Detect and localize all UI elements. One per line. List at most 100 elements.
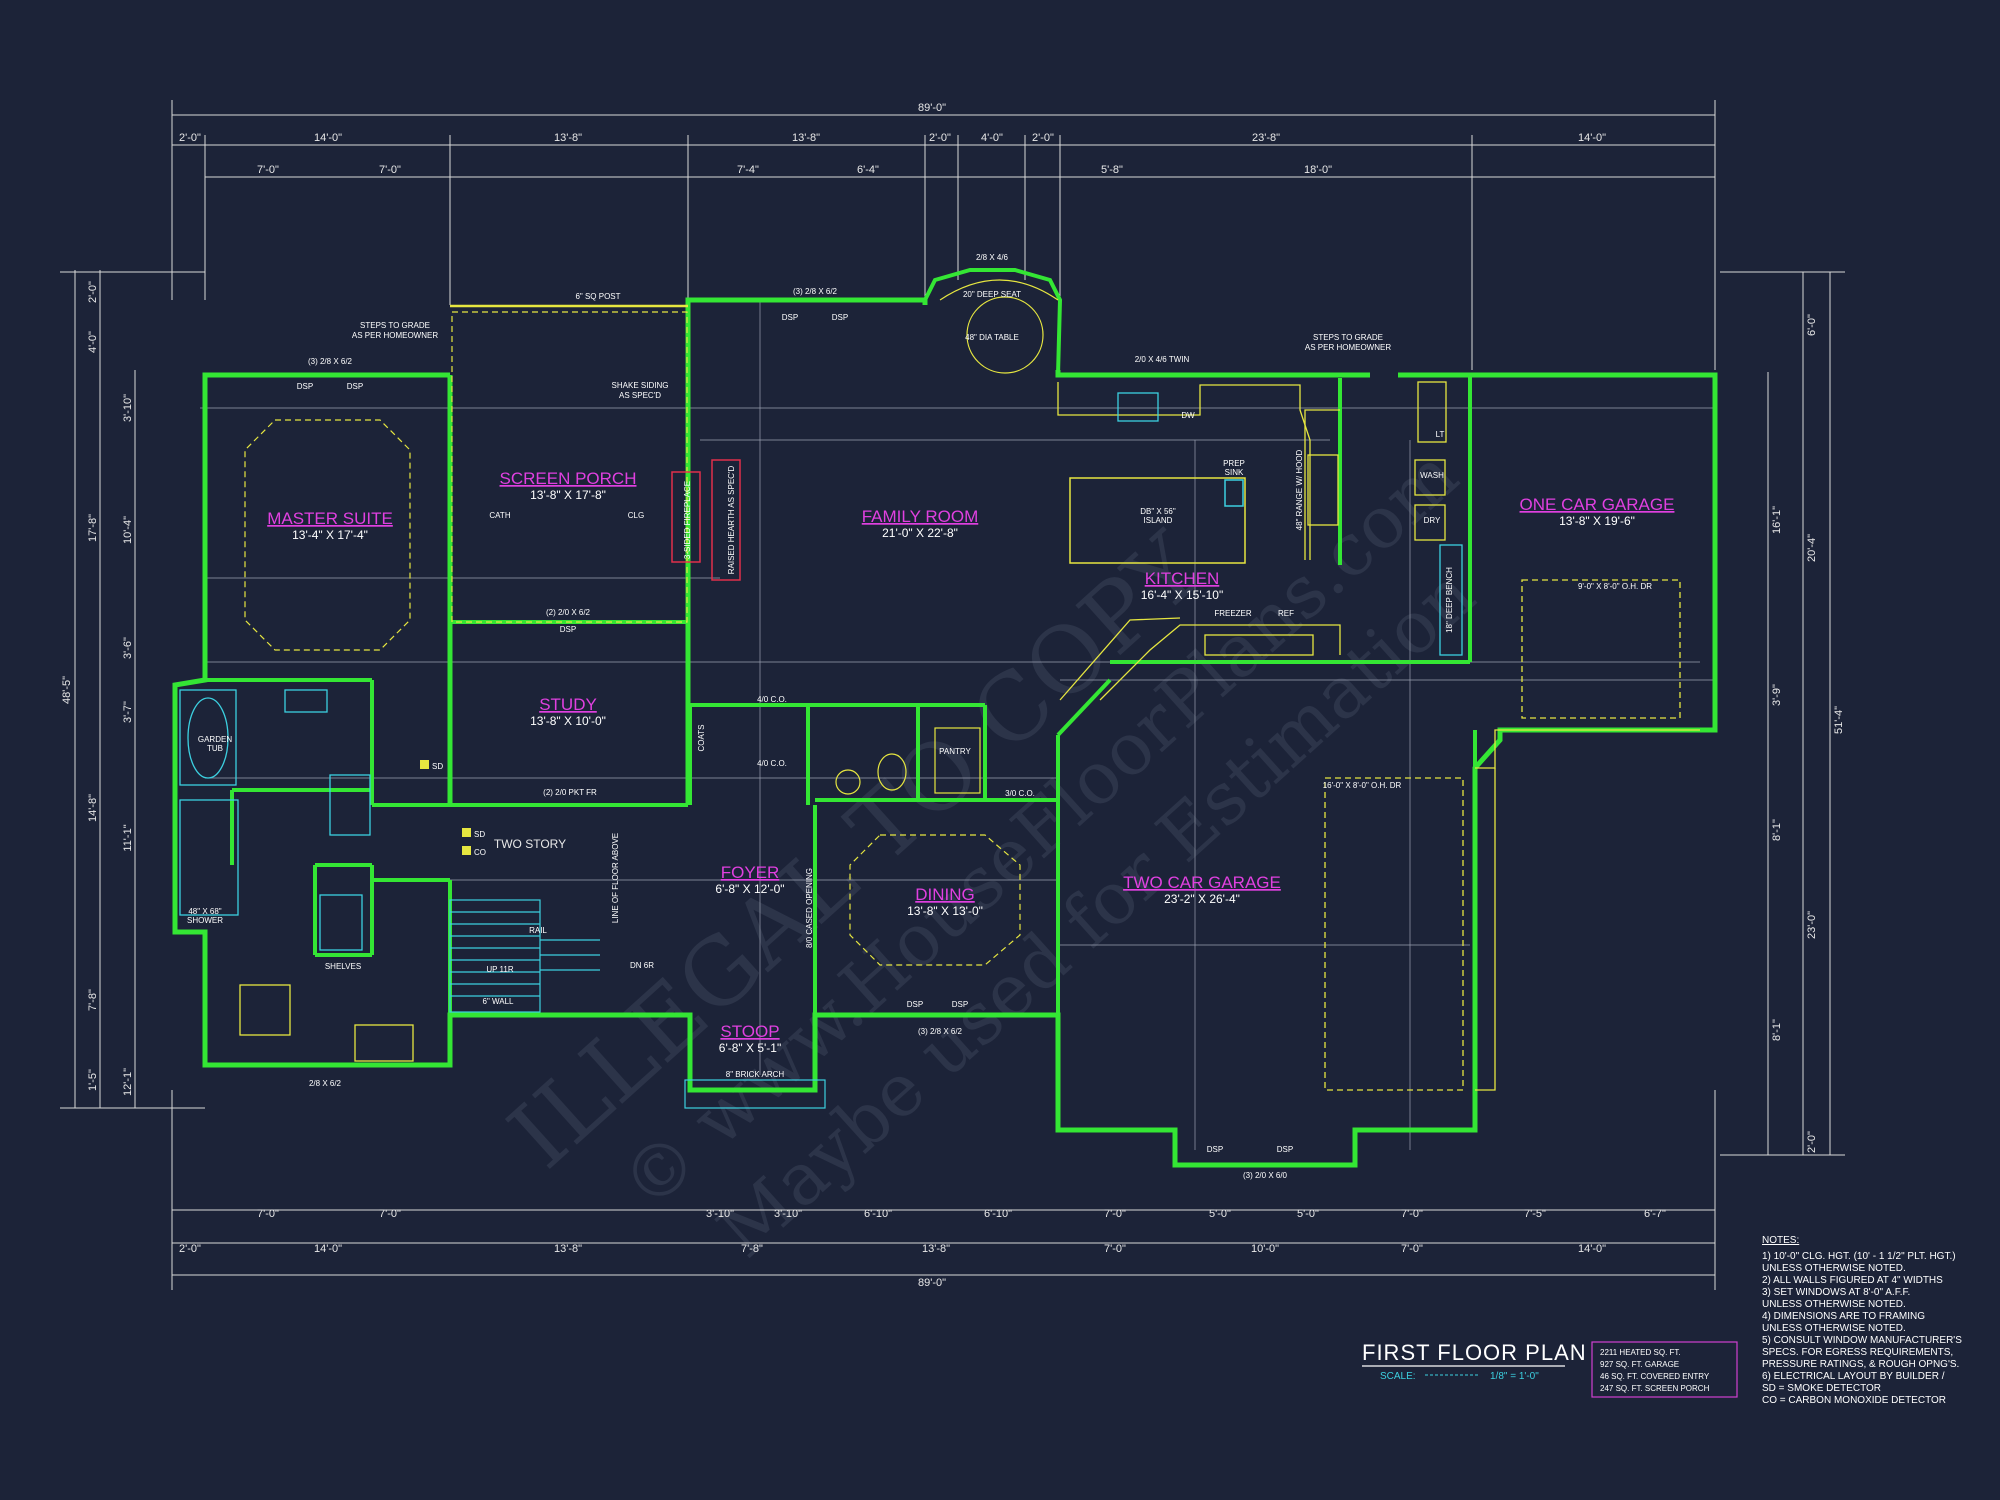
window-master-label: 2/8 X 6/2 [309, 1079, 342, 1088]
room-master-suite-name: MASTER SUITE [267, 509, 393, 528]
room-dining-name: DINING [915, 885, 975, 904]
room-study-size: 13'-8" X 10'-0" [530, 714, 606, 728]
island-label: DB" X 56" [1140, 507, 1176, 516]
left-dim-9: 11'-1" [122, 824, 134, 851]
room-one-car-garage-size: 13'-8" X 19'-6" [1559, 514, 1635, 528]
top-dim-row2-6: 18'-0" [1304, 164, 1332, 176]
coats-label: COATS [697, 725, 706, 752]
top-dimensions: 89'-0" 2'-0" 14'-0" 13'-8" 13'-8" 2'-0" … [179, 102, 1606, 176]
bottom-dim-11: 7'-5" [1524, 1208, 1546, 1220]
shelves-label: SHELVES [325, 962, 361, 971]
room-stoop-size: 6'-8" X 5'-1" [719, 1041, 781, 1055]
stairs [449, 899, 600, 1013]
scale-value: 1/8" = 1'-0" [1490, 1371, 1539, 1382]
shake-siding-label-2: AS SPEC'D [619, 391, 661, 400]
room-foyer-name: FOYER [721, 863, 780, 882]
overall-bottom-dim: 89'-0" [918, 1277, 946, 1289]
garage-door-2-label: 16'-0" X 8'-0" O.H. DR [1323, 781, 1402, 790]
kitchen-counters [1057, 382, 1341, 701]
room-one-car-garage-name: ONE CAR GARAGE [1520, 495, 1675, 514]
wall-6-label: 6" WALL [483, 997, 515, 1006]
lt-label: LT [1436, 430, 1445, 439]
bottom-dim-row2-7: 10'-0" [1251, 1243, 1279, 1255]
powder-fixtures [835, 727, 981, 795]
co-3-label: 3/0 C.O. [1005, 789, 1035, 798]
right-dim-5: 8'-1" [1771, 819, 1783, 841]
steps-right-label-2: AS PER HOMEOWNER [1305, 343, 1391, 352]
room-dining-size: 13'-8" X 13'-0" [907, 904, 983, 918]
right-dim-7: 8'-1" [1771, 1019, 1783, 1041]
note-line-10: PRESSURE RATINGS, & ROUGH OPNG'S. [1762, 1359, 1959, 1370]
dw-label: DW [1181, 411, 1195, 420]
bottom-dim-5: 6'-10" [864, 1208, 892, 1220]
room-two-car-garage-size: 23'-2" X 26'-4" [1164, 892, 1240, 906]
left-dim-10: 7'-8" [87, 989, 99, 1011]
area-screen-porch: 247 SQ. FT. SCREEN PORCH [1600, 1384, 1710, 1393]
steps-left-label-2: AS PER HOMEOWNER [352, 331, 438, 340]
area-garage: 927 SQ. FT. GARAGE [1600, 1360, 1679, 1369]
twin-window-label: 2/0 X 4/6 TWIN [1135, 355, 1190, 364]
left-dim-3: 3'-10" [122, 394, 134, 422]
wash-label: WASH [1420, 471, 1444, 480]
top-dim-6: 4'-0" [981, 132, 1003, 144]
steps-left-label: STEPS TO GRADE [360, 321, 430, 330]
deep-seat-label: 20" DEEP SEAT [963, 290, 1021, 299]
bottom-dim-4: 3'-10" [774, 1208, 802, 1220]
bottom-dim-7: 7'-0" [1104, 1208, 1126, 1220]
title-block: FIRST FLOOR PLAN SCALE: 1/8" = 1'-0" 221… [1362, 1340, 1738, 1398]
interior-walls [205, 375, 1477, 1065]
clg-label: CLG [628, 511, 644, 520]
sq-post-label: 6" SQ POST [575, 292, 620, 301]
fireplace-label: 3-SIDED FIREPLACE [683, 481, 692, 559]
room-master-suite-size: 13'-4" X 17'-4" [292, 528, 368, 542]
master-ceiling-detail [244, 419, 411, 651]
note-line-1: 1) 10'-0" CLG. HGT. (10' - 1 1/2" PLT. H… [1762, 1251, 1956, 1262]
dsp-label-2: DSP [347, 382, 363, 391]
overall-left-dim: 48'-5" [61, 676, 73, 704]
dsp-label-3: DSP [782, 313, 798, 322]
dia-table-label: 48" DIA TABLE [965, 333, 1019, 342]
room-study-name: STUDY [539, 695, 597, 714]
top-dim-8: 23'-8" [1252, 132, 1280, 144]
top-dim-2: 14'-0" [314, 132, 342, 144]
room-screen-porch-name: SCREEN PORCH [500, 469, 637, 488]
room-stoop-name: STOOP [720, 1022, 779, 1041]
top-dim-row2-3: 7'-4" [737, 164, 759, 176]
left-dim-1: 2'-0" [87, 281, 99, 303]
rail-label: RAIL [529, 926, 547, 935]
notes-heading: NOTES: [1762, 1235, 1799, 1246]
room-family-room-size: 21'-0" X 22'-8" [882, 526, 958, 540]
pocket-door-2-label: (2) 2/0 X 6/2 [546, 608, 591, 617]
left-dim-5: 10'-4" [122, 516, 134, 544]
top-dim-row2-2: 7'-0" [379, 164, 401, 176]
cased-opening-label: 8/0 CASED OPENING [805, 868, 814, 948]
dining-ceiling-detail [849, 834, 1021, 966]
window-top-1-label: (3) 2/8 X 6/2 [308, 357, 353, 366]
note-line-6: 4) DIMENSIONS ARE TO FRAMING [1762, 1311, 1925, 1322]
bottom-dim-row2-4: 7'-8" [741, 1243, 763, 1255]
sd-label-2: SD [474, 830, 485, 839]
right-dimensions: 51'-4" 6'-0" 16'-1" 20'-4" 3'-9" 8'-1" 2… [1771, 314, 1845, 1153]
window-bottom-2-label: (3) 2/0 X 6/0 [1243, 1171, 1288, 1180]
bench-label: 18" DEEP BENCH [1445, 567, 1454, 633]
note-line-3: 2) ALL WALLS FIGURED AT 4" WIDTHS [1762, 1275, 1943, 1286]
area-covered-entry: 46 SQ. FT. COVERED ENTRY [1600, 1372, 1710, 1381]
dry-label: DRY [1424, 516, 1441, 525]
room-kitchen-name: KITCHEN [1145, 569, 1220, 588]
right-dim-6: 23'-0" [1806, 911, 1818, 939]
left-dim-12: 12'-1" [122, 1068, 134, 1096]
shake-siding-label: SHAKE SIDING [612, 381, 669, 390]
annotations: STEPS TO GRADE AS PER HOMEOWNER STEPS TO… [187, 253, 1652, 1180]
bay-window [923, 268, 1063, 376]
bottom-dim-12: 6'-7" [1644, 1208, 1666, 1220]
top-dim-4: 13'-8" [792, 132, 820, 144]
bottom-dim-row2-3: 13'-8" [554, 1243, 582, 1255]
island-label-2: ISLAND [1144, 516, 1173, 525]
bottom-dim-row2-8: 7'-0" [1401, 1243, 1423, 1255]
co-label: CO [474, 848, 486, 857]
top-dim-3: 13'-8" [554, 132, 582, 144]
plan-title: FIRST FLOOR PLAN [1362, 1340, 1587, 1365]
up-label: UP 11R [486, 965, 513, 974]
area-heated: 2211 HEATED SQ. FT. [1600, 1348, 1681, 1357]
